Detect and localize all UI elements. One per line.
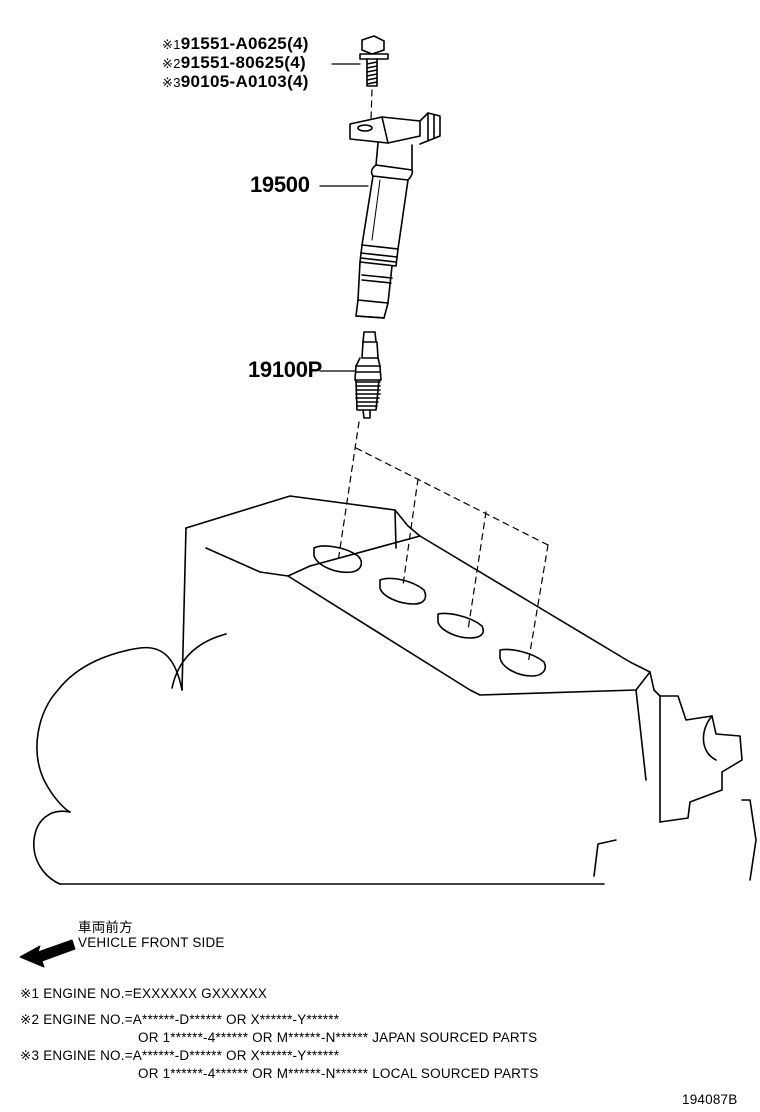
figure-id: 194087B bbox=[682, 1092, 738, 1107]
engine-note-3: ※3 ENGINE NO.=A******-D****** OR X******… bbox=[20, 1048, 339, 1064]
note-line-1: ENGINE NO.=A******-D****** OR X******-Y*… bbox=[43, 1048, 340, 1063]
bolt-part-number: 90105-A0103(4) bbox=[180, 72, 309, 91]
note-mark: ※3 bbox=[20, 1048, 40, 1063]
bolt-part-2[interactable]: ※291551-80625(4) bbox=[162, 54, 306, 73]
spark-plug-part-number[interactable]: 19100P bbox=[248, 357, 323, 382]
bolt[interactable] bbox=[331, 35, 389, 121]
engine-block bbox=[33, 495, 757, 885]
direction-label-english: VEHICLE FRONT SIDE bbox=[78, 935, 225, 950]
note-mark: ※3 bbox=[162, 75, 181, 90]
note-mark: ※1 bbox=[20, 986, 40, 1001]
direction-label-japanese: 車両前方 bbox=[78, 920, 133, 935]
note-3-line-2: OR 1******-4****** OR M******-N****** LO… bbox=[138, 1066, 539, 1081]
note-mark: ※1 bbox=[162, 37, 181, 52]
note-mark: ※2 bbox=[162, 56, 181, 71]
note-line-1: ENGINE NO.=A******-D****** OR X******-Y*… bbox=[43, 1012, 340, 1027]
cylinder-holes bbox=[313, 545, 547, 677]
bolt-part-number: 91551-A0625(4) bbox=[180, 34, 309, 53]
engine-note-1: ※1 ENGINE NO.=EXXXXXX GXXXXXX bbox=[20, 986, 267, 1002]
note-2-line-2: OR 1******-4****** OR M******-N****** JA… bbox=[138, 1030, 538, 1045]
bolt-part-number: 91551-80625(4) bbox=[180, 53, 306, 72]
bolt-part-3[interactable]: ※390105-A0103(4) bbox=[162, 73, 309, 92]
spark-plug[interactable] bbox=[319, 331, 382, 419]
vehicle-front-arrow bbox=[19, 939, 76, 968]
note-line-1: ENGINE NO.=EXXXXXX GXXXXXX bbox=[43, 986, 268, 1001]
engine-note-2: ※2 ENGINE NO.=A******-D****** OR X******… bbox=[20, 1012, 339, 1028]
note-mark: ※2 bbox=[20, 1012, 40, 1027]
ignition-coil-part-number[interactable]: 19500 bbox=[250, 172, 310, 197]
ignition-coil[interactable] bbox=[319, 112, 441, 319]
bolt-part-1[interactable]: ※191551-A0625(4) bbox=[162, 35, 309, 54]
